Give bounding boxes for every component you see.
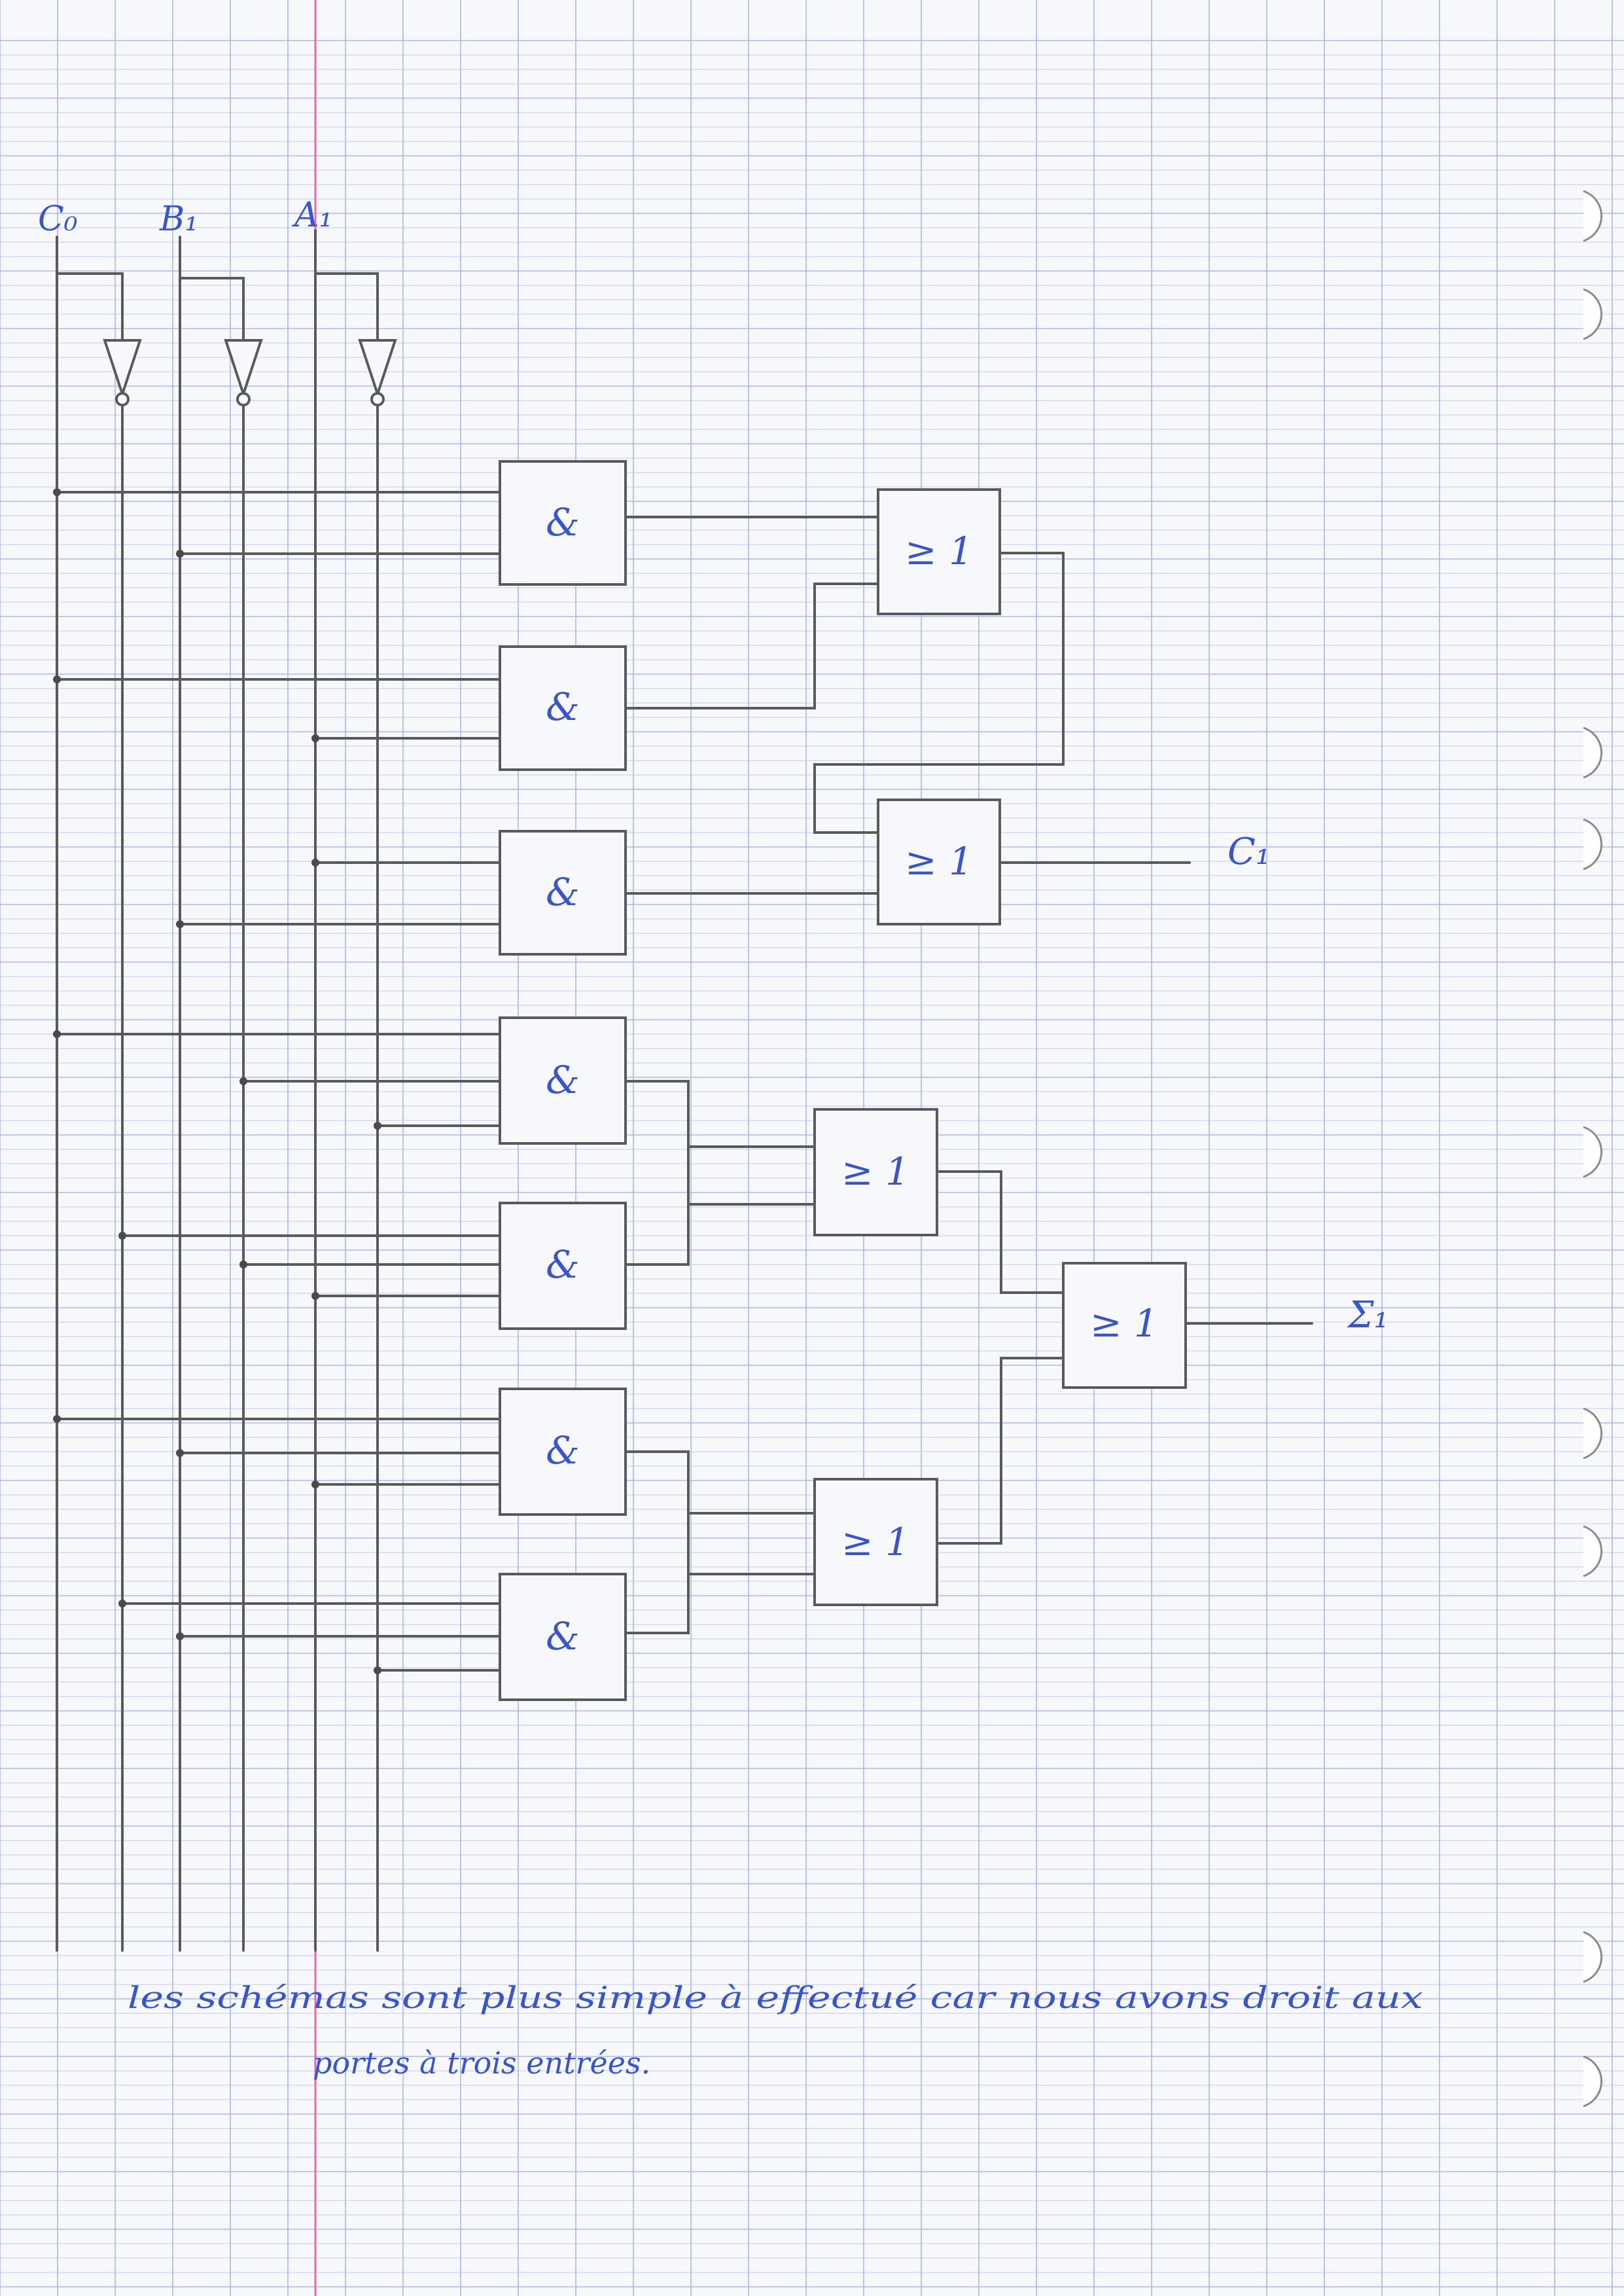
wires — [56, 491, 1313, 1672]
and-gate-6-symbol: & — [546, 1428, 580, 1473]
or-gates: ≥ 1 ≥ 1 ≥ 1 ≥ 1 ≥ 1 — [813, 488, 1187, 1606]
or-gate-carry-2: ≥ 1 — [877, 798, 1001, 925]
and-gate-5: & — [499, 1202, 627, 1330]
and-gate-1-symbol: & — [546, 500, 580, 545]
binder-holes — [1583, 190, 1603, 2108]
or-gate-sum-2-symbol: ≥ 1 — [841, 1520, 909, 1564]
or-gate-carry-1-symbol: ≥ 1 — [905, 529, 973, 573]
and-gate-3: & — [499, 830, 627, 956]
inverter-c0 — [56, 272, 142, 406]
or-gate-sum-final-symbol: ≥ 1 — [1090, 1301, 1158, 1346]
input-rails — [56, 229, 379, 1952]
output-label-sum: Σ₁ — [1347, 1294, 1388, 1336]
and-gate-7: & — [499, 1573, 627, 1701]
note-line-1: les schémas sont plus simple à effectué … — [128, 1980, 1423, 2015]
and-gate-7-symbol: & — [546, 1614, 580, 1659]
input-label-c0: C₀ — [38, 200, 78, 239]
input-label-b1: B₁ — [159, 200, 198, 239]
inverters — [56, 272, 397, 406]
note-line-2: portes à trois entrées. — [313, 2045, 650, 2081]
inverter-a1 — [314, 272, 397, 406]
and-gate-2: & — [499, 645, 627, 771]
or-gate-carry-2-symbol: ≥ 1 — [905, 839, 973, 884]
or-gate-sum-1-symbol: ≥ 1 — [841, 1149, 909, 1194]
junction-dots — [53, 488, 381, 1674]
and-gate-4: & — [499, 1016, 627, 1145]
and-gates: & & & & & & & — [499, 460, 627, 1701]
and-gate-2-symbol: & — [546, 685, 580, 729]
inverter-b1 — [179, 277, 263, 406]
or-gate-carry-1: ≥ 1 — [877, 488, 1001, 615]
and-gate-3-symbol: & — [546, 870, 580, 914]
or-gate-sum-1: ≥ 1 — [813, 1108, 938, 1236]
or-gate-sum-final: ≥ 1 — [1062, 1262, 1187, 1389]
or-gate-sum-2: ≥ 1 — [813, 1478, 938, 1606]
and-gate-6: & — [499, 1388, 627, 1516]
and-gate-1: & — [499, 460, 627, 586]
and-gate-4-symbol: & — [546, 1058, 580, 1102]
and-gate-5-symbol: & — [546, 1242, 580, 1287]
output-label-carry: C₁ — [1227, 831, 1270, 873]
input-label-a1: A₁ — [292, 196, 332, 235]
